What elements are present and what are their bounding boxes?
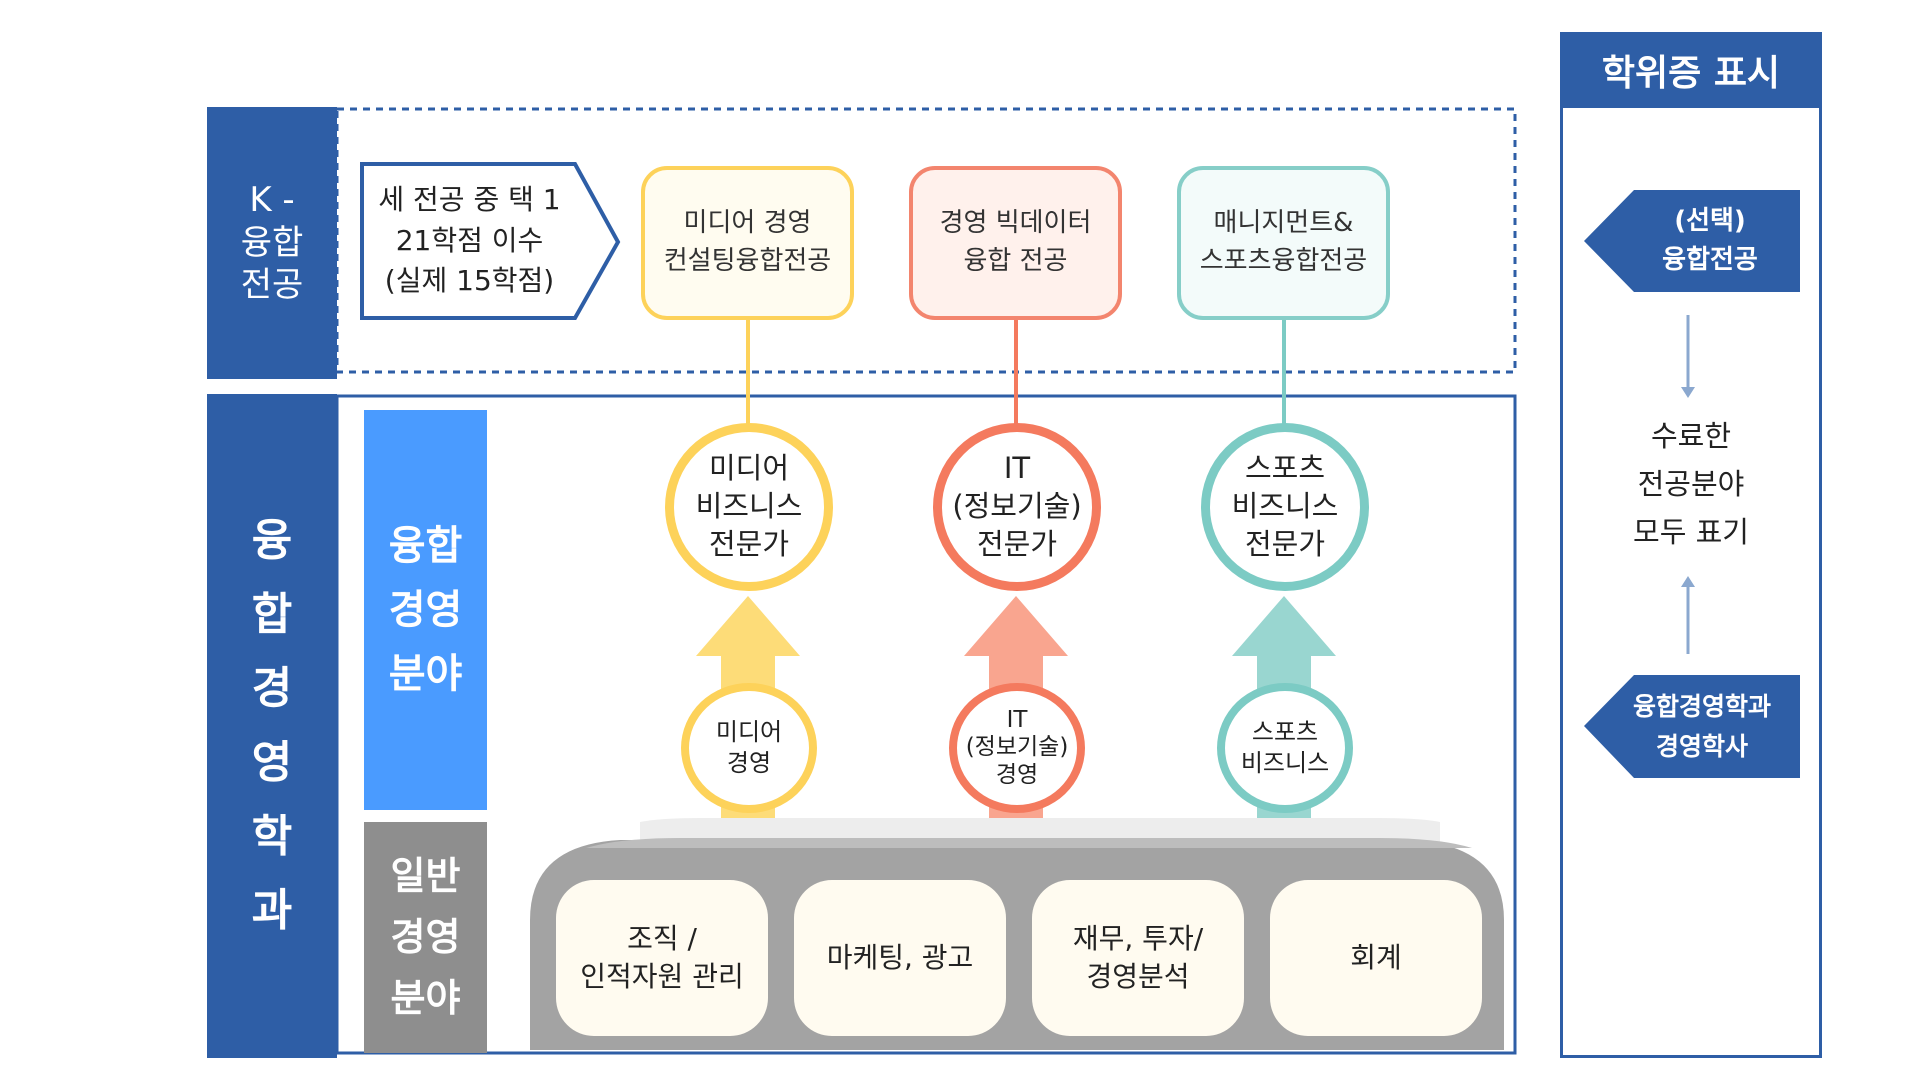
track-circle-sports: 스포츠 비즈니스	[1217, 683, 1353, 813]
track-sports-text: 스포츠 비즈니스	[1240, 717, 1330, 777]
pentagon-requirement: 세 전공 중 택 1 21학점 이수 (실제 15학점)	[362, 164, 577, 318]
degree-arrow-up-head	[1681, 576, 1695, 587]
pentagon-arrow-shape	[360, 162, 621, 320]
major-bigdata-text: 경영 빅데이터 융합 전공	[939, 208, 1092, 276]
foundation-card-accounting: 회계	[1270, 880, 1482, 1036]
degree-top-tag-text: (선택) 융합전공	[1662, 206, 1758, 275]
track-media-text: 미디어 경영	[715, 717, 783, 777]
band-fusion-text: 융합 경영 분야	[388, 523, 463, 697]
expert-circle-sports: 스포츠 비즈니스 전문가	[1201, 423, 1369, 591]
degree-bottom-tag-text: 융합경영학과 경영학사	[1632, 691, 1771, 761]
pentagon-requirement-text: 세 전공 중 택 1 21학점 이수 (실제 15학점)	[378, 183, 561, 298]
major-box-bigdata: 경영 빅데이터 융합 전공	[909, 166, 1122, 320]
degree-arrow-down-head	[1681, 387, 1695, 398]
foundation-top-band	[586, 838, 1472, 848]
track-circle-media: 미디어 경영	[681, 683, 817, 813]
major-box-sports: 매니지먼트& 스포츠융합전공	[1177, 166, 1390, 320]
track-circle-it: IT (정보기술) 경영	[949, 683, 1085, 813]
degree-top-tag: (선택) 융합전공	[1620, 190, 1800, 292]
foundation-card-hr: 조직 / 인적자원 관리	[556, 880, 768, 1036]
band-general-text: 일반 경영 분야	[390, 854, 461, 1020]
degree-title: 학위증 표시	[1601, 53, 1781, 94]
major-box-media: 미디어 경영 컨설팅융합전공	[641, 166, 854, 320]
foundation-finance-text: 재무, 투자/ 경영분석	[1072, 922, 1204, 993]
expert-media-text: 미디어 비즈니스 전문가	[695, 451, 803, 561]
degree-top-tag-shape	[1584, 190, 1800, 292]
foundation-accounting-text: 회계	[1350, 941, 1402, 975]
band-general: 일반 경영 분야	[364, 822, 487, 1053]
k-section-label: K - 융합 전공	[240, 180, 304, 306]
degree-middle: 수료한 전공분야 모두 표기	[1570, 400, 1812, 570]
expert-sports-text: 스포츠 비즈니스 전문가	[1231, 451, 1339, 561]
expert-circle-it: IT (정보기술) 전문가	[933, 423, 1101, 591]
dept-frame	[335, 394, 1517, 1055]
k-section-label-box: K - 융합 전공	[207, 107, 337, 379]
band-fusion: 융합 경영 분야	[364, 410, 487, 810]
degree-middle-text: 수료한 전공분야 모두 표기	[1633, 419, 1749, 549]
foundation-hr-text: 조직 / 인적자원 관리	[580, 922, 744, 993]
foundation-card-finance: 재무, 투자/ 경영분석	[1032, 880, 1244, 1036]
foundation-card-marketing: 마케팅, 광고	[794, 880, 1006, 1036]
dept-label-box: 융 합 경 영 학 과	[207, 394, 337, 1058]
dept-label: 융 합 경 영 학 과	[251, 515, 293, 936]
degree-bottom-tag-shape	[1584, 675, 1800, 778]
foundation-shape	[530, 840, 1504, 1050]
expert-circle-media: 미디어 비즈니스 전문가	[665, 423, 833, 591]
major-media-text: 미디어 경영 컨설팅융합전공	[663, 208, 832, 276]
expert-it-text: IT (정보기술) 전문가	[952, 451, 1082, 561]
degree-bottom-tag: 융합경영학과 경영학사	[1600, 675, 1804, 778]
major-sports-text: 매니지먼트& 스포츠융합전공	[1199, 208, 1368, 276]
k-section-dashed-frame	[335, 107, 1517, 374]
track-it-text: IT (정보기술) 경영	[965, 706, 1069, 788]
degree-title-bar: 학위증 표시	[1560, 32, 1822, 108]
foundation-marketing-text: 마케팅, 광고	[826, 941, 974, 975]
